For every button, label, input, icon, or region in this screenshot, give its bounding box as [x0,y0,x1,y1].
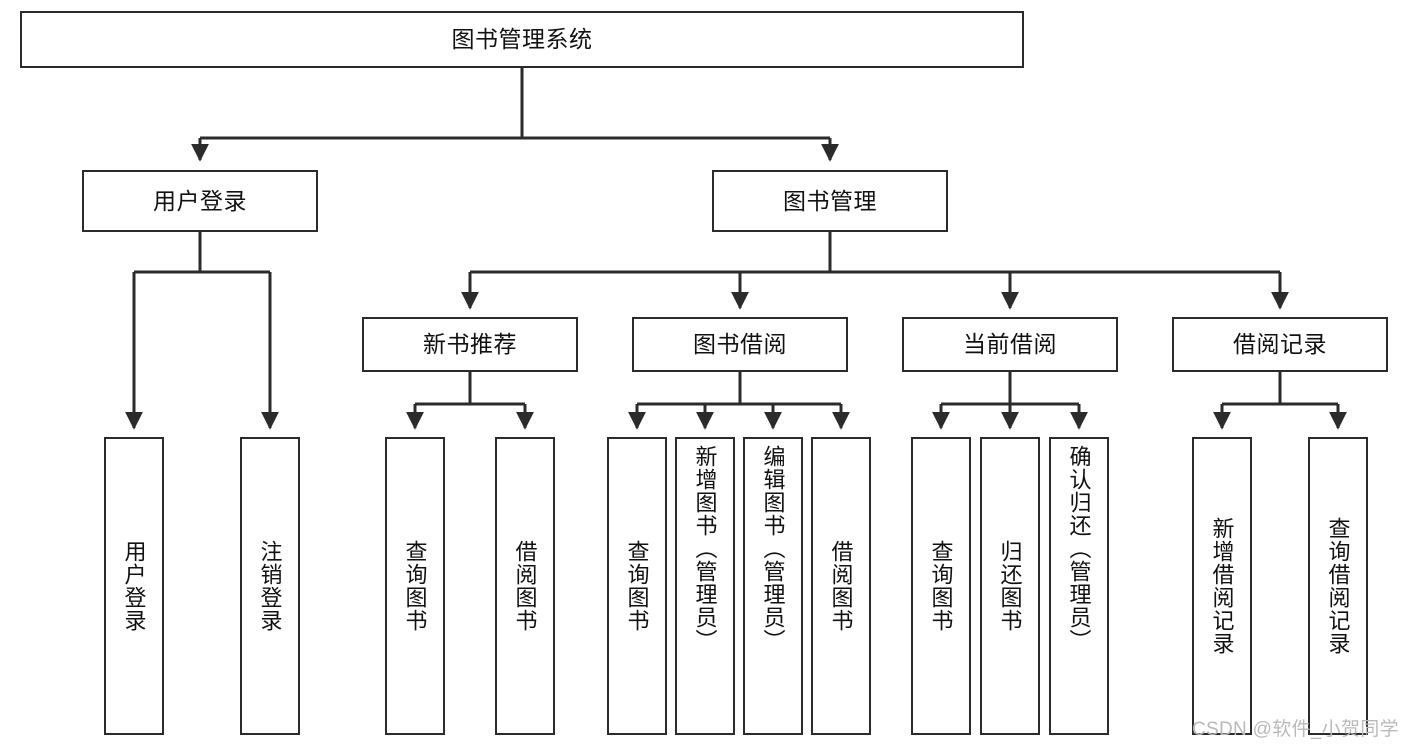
node-borrow-record-label: 借阅记录 [1233,331,1327,358]
node-leaf-add-record-label: 新增借阅记录 [1209,517,1235,655]
node-leaf-query-book-2[interactable]: 查询图书 [607,437,667,735]
node-leaf-user-logout-label: 注销登录 [257,540,283,632]
node-new-book-rec-label: 新书推荐 [423,331,517,358]
node-leaf-return-book-label: 归还图书 [997,540,1023,632]
node-leaf-query-book-2-label: 查询图书 [624,540,650,632]
node-leaf-return-book[interactable]: 归还图书 [980,437,1040,735]
node-book-borrow-label: 图书借阅 [693,331,787,358]
node-leaf-borrow-book-1-label: 借阅图书 [512,540,538,632]
node-book-manage-label: 图书管理 [783,187,877,214]
node-leaf-query-book-1-label: 查询图书 [402,540,428,632]
node-leaf-query-book-3[interactable]: 查询图书 [911,437,971,735]
node-leaf-query-book-1[interactable]: 查询图书 [385,437,445,735]
node-new-book-rec[interactable]: 新书推荐 [362,317,578,372]
node-book-manage[interactable]: 图书管理 [712,170,948,232]
node-root-label: 图书管理系统 [451,26,593,53]
node-leaf-borrow-book-2[interactable]: 借阅图书 [811,437,871,735]
csdn-watermark: CSDN @软件_小贺同学 [1192,719,1399,740]
node-borrow-record[interactable]: 借阅记录 [1172,317,1388,372]
node-leaf-user-logout[interactable]: 注销登录 [240,437,300,735]
node-leaf-borrow-book-2-label: 借阅图书 [828,540,854,632]
node-leaf-add-book[interactable]: 新增图书（管理员） [675,437,735,735]
node-leaf-query-record[interactable]: 查询借阅记录 [1308,437,1368,735]
node-leaf-add-book-label: 新增图书（管理员） [692,445,718,652]
node-leaf-edit-book-label: 编辑图书（管理员） [760,445,786,652]
node-user-login[interactable]: 用户登录 [82,170,318,232]
node-user-login-label: 用户登录 [153,187,247,214]
node-leaf-add-record[interactable]: 新增借阅记录 [1192,437,1252,735]
node-leaf-user-login[interactable]: 用户登录 [104,437,164,735]
node-current-borrow-label: 当前借阅 [963,331,1057,358]
node-current-borrow[interactable]: 当前借阅 [902,317,1118,372]
node-leaf-confirm-return-label: 确认归还（管理员） [1066,445,1092,652]
node-leaf-query-book-3-label: 查询图书 [928,540,954,632]
node-leaf-confirm-return[interactable]: 确认归还（管理员） [1049,437,1109,735]
node-book-borrow[interactable]: 图书借阅 [632,317,848,372]
node-leaf-query-record-label: 查询借阅记录 [1325,517,1351,655]
node-leaf-user-login-label: 用户登录 [121,540,147,632]
node-leaf-borrow-book-1[interactable]: 借阅图书 [495,437,555,735]
node-leaf-edit-book[interactable]: 编辑图书（管理员） [743,437,803,735]
node-root[interactable]: 图书管理系统 [20,11,1024,68]
